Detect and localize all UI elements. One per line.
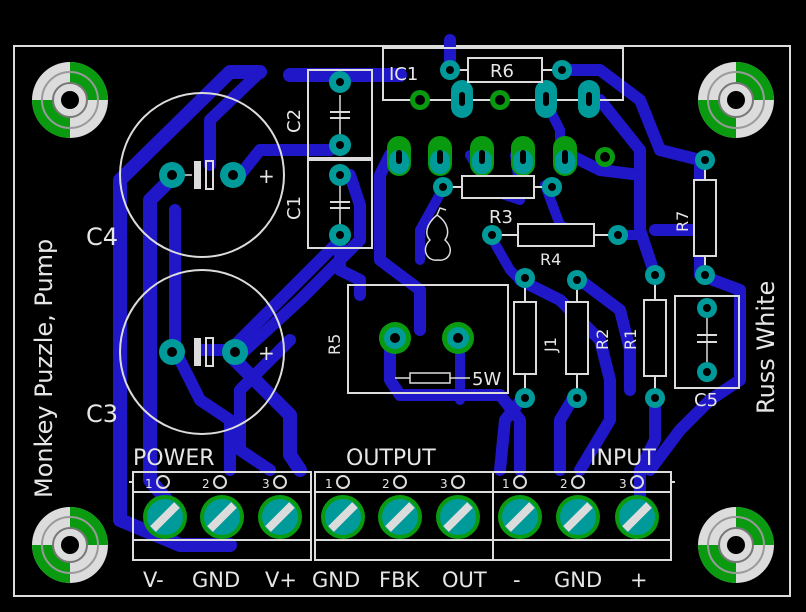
- r5-rating-label: 5W: [472, 369, 501, 390]
- resistor-r2: R2: [565, 270, 612, 408]
- c2-label: C2: [284, 109, 305, 133]
- mounting-hole-bottom-right: [698, 507, 774, 583]
- label-gnd-input: GND: [554, 568, 602, 592]
- capacitor-c5: C5: [674, 295, 740, 411]
- power-terminal-label: POWER: [133, 446, 215, 471]
- power-pin-3: 3: [262, 477, 270, 491]
- c1-label: C1: [284, 196, 305, 220]
- resistor-r4: R4: [482, 223, 628, 269]
- input-pin-2: 2: [560, 477, 568, 491]
- c5-label: C5: [694, 390, 718, 411]
- c4-plus-marker: +: [258, 164, 275, 188]
- resistor-r7: R7: [673, 150, 717, 285]
- pear-logo-icon: [424, 207, 452, 261]
- jumper-j1: J1: [513, 268, 560, 408]
- c4-label: C4: [86, 223, 118, 251]
- power-pin-2: 2: [202, 477, 210, 491]
- capacitor-c1: C1: [284, 159, 373, 249]
- j1-label: J1: [541, 337, 560, 353]
- input-pin-1: 1: [502, 477, 510, 491]
- terminal-block-input: [492, 471, 675, 561]
- label-v-minus: V-: [143, 568, 164, 592]
- capacitor-c3: + C3: [86, 269, 285, 435]
- mounting-hole-top-right: [698, 62, 774, 138]
- label-minus: -: [513, 568, 521, 592]
- capacitor-c2: C2: [284, 69, 373, 159]
- label-gnd-output: GND: [312, 568, 360, 592]
- resistor-r5-power: 5W R5: [325, 284, 509, 394]
- ic1-label: IC1: [389, 64, 418, 85]
- output-pin-3: 3: [440, 477, 448, 491]
- resistor-r1: R1: [621, 265, 667, 408]
- output-pin-1: 1: [325, 477, 333, 491]
- mounting-hole-top-left: [32, 62, 108, 138]
- label-gnd-power: GND: [192, 568, 240, 592]
- r1-label: R1: [621, 329, 640, 350]
- bottom-pin-labels: V- GND V+ GND FBK OUT - GND +: [143, 568, 648, 592]
- output-pin-2: 2: [382, 477, 390, 491]
- r2-label: R2: [593, 329, 612, 350]
- r6-label: R6: [490, 61, 514, 82]
- board-author: Russ White: [752, 281, 780, 414]
- terminal-screws: [143, 495, 659, 539]
- power-pin-1: 1: [145, 477, 153, 491]
- board-outline: [13, 45, 791, 597]
- label-out: OUT: [442, 568, 487, 592]
- label-v-plus: V+: [265, 568, 297, 592]
- c3-label: C3: [86, 400, 118, 428]
- resistor-r3: R3: [433, 175, 562, 228]
- terminal-pin-markers: 1 2 3 1 2 3 1 2 3: [145, 475, 644, 491]
- label-fbk: FBK: [379, 568, 420, 592]
- resistor-r6: R6: [440, 57, 572, 83]
- input-terminal-label: INPUT: [590, 446, 656, 471]
- input-pin-3: 3: [619, 477, 627, 491]
- board-title: Monkey Puzzle, Pump: [30, 239, 58, 498]
- output-terminal-label: OUTPUT: [346, 446, 436, 471]
- copper-traces: [113, 34, 746, 552]
- terminal-block-power: [129, 471, 312, 561]
- c3-plus-marker: +: [258, 341, 275, 365]
- capacitor-c4: + C4: [86, 92, 285, 258]
- label-plus: +: [630, 568, 648, 592]
- r4-label: R4: [540, 250, 561, 269]
- mounting-hole-bottom-left: [32, 507, 108, 583]
- r5-label: R5: [325, 334, 344, 355]
- r7-label: R7: [673, 211, 692, 232]
- r3-label: R3: [489, 207, 513, 228]
- ic1-regulator: IC1: [382, 47, 624, 176]
